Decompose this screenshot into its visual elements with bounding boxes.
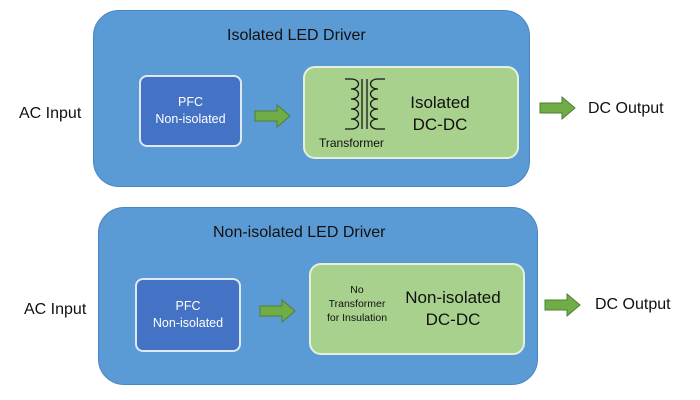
non-isolated-led-driver-panel: Non-isolated LED Driver PFC Non-isolated… — [98, 207, 538, 385]
note-line: for Insulation — [326, 312, 388, 324]
dc-output-label-top: DC Output — [588, 100, 664, 117]
isolated-dcdc-block: Transformer Isolated DC-DC — [303, 66, 519, 159]
right-arrow-icon-bottom — [259, 299, 296, 323]
pfc-type-label: Non-isolated — [152, 316, 224, 330]
non-isolated-led-driver-title: Non-isolated LED Driver — [213, 224, 386, 241]
note-line: Transformer — [328, 298, 386, 310]
pfc-label: PFC — [178, 95, 203, 109]
dcdc-type-label: Isolated — [410, 93, 470, 112]
isolated-dcdc-title: Isolated DC-DC — [395, 92, 485, 136]
isolated-led-driver-title: Isolated LED Driver — [227, 27, 366, 44]
right-arrow-icon-top — [254, 104, 291, 128]
non-isolated-dcdc-block: No Transformer for Insulation Non-isolat… — [309, 263, 525, 355]
dc-output-arrow-icon-bottom — [544, 293, 581, 317]
dc-output-label-bottom: DC Output — [595, 296, 671, 313]
note-line: No — [350, 284, 364, 296]
dcdc-type-label: Non-isolated — [405, 288, 501, 307]
isolated-led-driver-panel: Isolated LED Driver PFC Non-isolated Tra… — [93, 10, 530, 187]
ac-input-label-bottom: AC Input — [24, 301, 87, 318]
no-transformer-note: No Transformer for Insulation — [316, 283, 398, 325]
transformer-label: Transformer — [319, 136, 384, 150]
dcdc-label: DC-DC — [425, 310, 481, 329]
non-isolated-dcdc-title: Non-isolated DC-DC — [397, 287, 509, 331]
ac-input-label-top: AC Input — [19, 105, 82, 122]
pfc-type-label: Non-isolated — [155, 112, 226, 126]
pfc-block-bottom: PFC Non-isolated — [135, 278, 241, 352]
dcdc-label: DC-DC — [412, 115, 468, 134]
pfc-block-top: PFC Non-isolated — [139, 75, 242, 147]
transformer-icon — [345, 78, 385, 130]
dc-output-arrow-icon-top — [539, 96, 576, 120]
pfc-label: PFC — [175, 299, 201, 313]
